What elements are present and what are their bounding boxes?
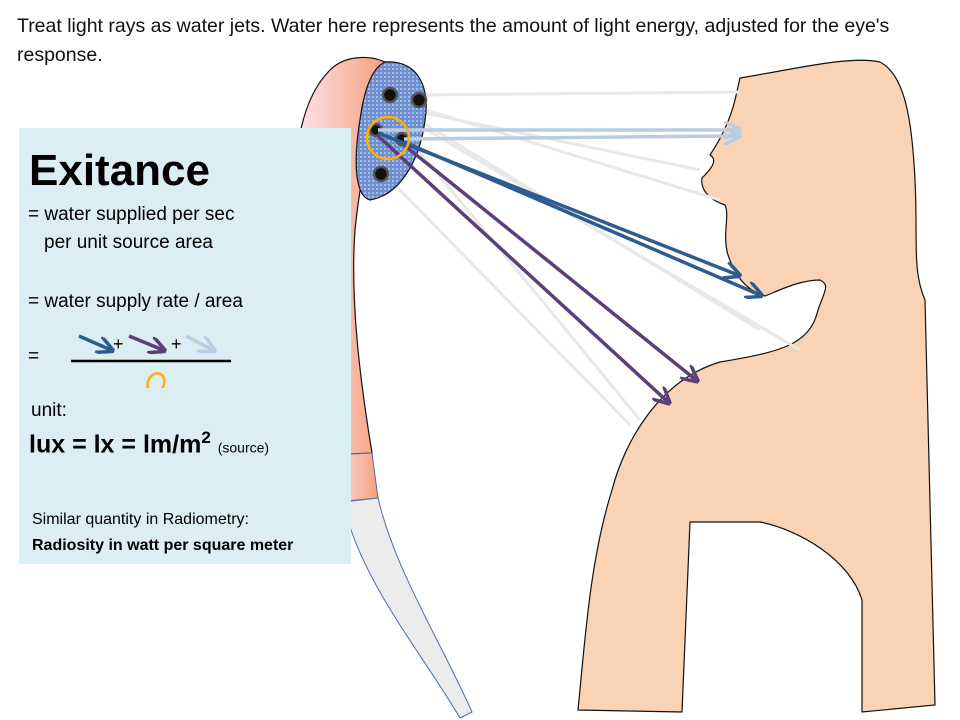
source-area-circle: [365, 115, 411, 161]
exitance-panel: Exitance = water supplied per sec per un…: [19, 128, 351, 564]
source-area-icon: [146, 372, 166, 388]
unit-label: unit:: [31, 400, 67, 421]
definition-line-3: = water supply rate / area: [28, 291, 243, 312]
unit-exponent: 2: [201, 428, 211, 447]
faint-rays: [388, 90, 801, 427]
plus-2: +: [171, 334, 182, 354]
light-blue-arrow-icon: [185, 334, 213, 350]
fraction-diagram: + +: [71, 334, 231, 388]
dark-blue-arrow-icon: [78, 334, 111, 350]
equals-sign: =: [28, 346, 40, 367]
unit-note: (source): [217, 439, 270, 456]
purple-arrow-icon: [128, 334, 163, 350]
definition-line-2: per unit source area: [44, 232, 213, 253]
unit-formula-text: lux = lx = lm/m: [29, 430, 202, 459]
caption: Treat light rays as water jets. Water he…: [17, 15, 890, 66]
light-rays: [376, 130, 760, 402]
panel-title: Exitance: [29, 146, 210, 195]
unit-formula: lux = lx = lm/m2 (source): [29, 428, 269, 459]
definition-line-1: = water supplied per sec: [28, 204, 235, 225]
person-silhouette: [577, 59, 936, 713]
water-hose: [342, 497, 473, 719]
radiometry-quantity: Radiosity in watt per square meter: [32, 537, 294, 554]
plus-1: +: [113, 334, 124, 354]
similar-quantity-label: Similar quantity in Radiometry:: [32, 511, 249, 528]
